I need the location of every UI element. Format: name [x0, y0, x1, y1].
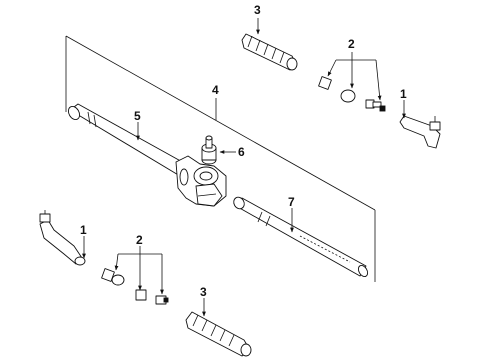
callout-1-right: 1 — [400, 87, 407, 101]
gear-housing-tube — [67, 103, 187, 177]
clamps-lower-part — [101, 268, 169, 305]
leader-lines — [82, 18, 406, 317]
clamps-upper-part — [318, 76, 386, 112]
tie-rod-end-right-part — [399, 115, 441, 149]
tie-rod-end-left-part — [39, 210, 86, 266]
callout-2-lower: 2 — [136, 233, 143, 247]
rack-shaft-part — [233, 196, 369, 278]
gear-housing-body — [175, 155, 227, 207]
callout-5: 5 — [134, 109, 141, 123]
pinion-valve-part — [201, 135, 217, 165]
boot-upper-part — [241, 33, 298, 71]
callout-2-upper: 2 — [348, 37, 355, 51]
callout-6: 6 — [238, 145, 245, 159]
callout-3-upper: 3 — [254, 3, 261, 17]
callout-7: 7 — [288, 195, 295, 209]
callout-1-left: 1 — [80, 223, 87, 237]
boot-lower-part — [185, 311, 252, 357]
callout-labels: 3 2 1 4 5 6 7 1 2 3 — [80, 3, 407, 299]
callout-3-lower: 3 — [200, 285, 207, 299]
assembly-outline — [65, 35, 376, 282]
callout-4: 4 — [212, 83, 219, 97]
